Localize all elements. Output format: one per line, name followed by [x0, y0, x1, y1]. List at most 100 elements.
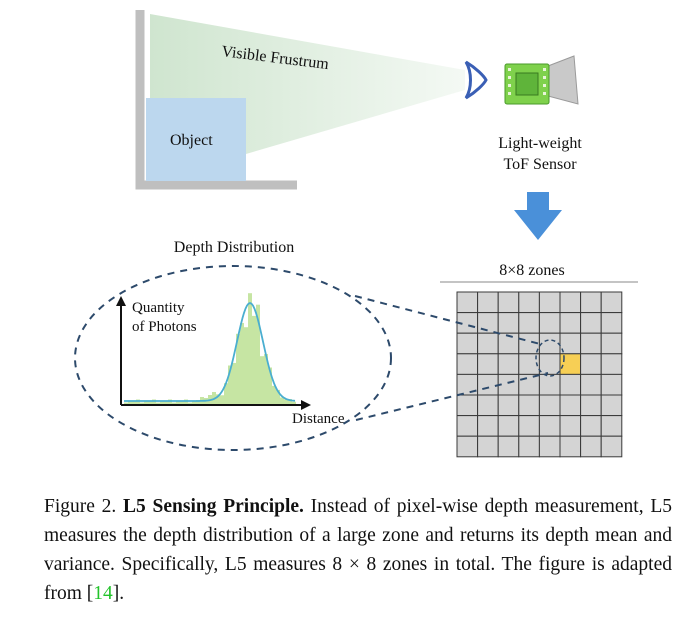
zone-highlight-ellipse	[535, 339, 565, 377]
zone-cell	[497, 353, 520, 375]
zone-cell	[456, 394, 479, 417]
sensor-chip-icon	[515, 72, 539, 96]
sensor-label-line1: Light-weight	[498, 135, 582, 152]
zone-cell	[456, 435, 479, 458]
histogram-bar	[276, 389, 280, 404]
histogram-bar	[144, 401, 148, 404]
depth-ellipse	[74, 265, 392, 451]
zone-cell	[538, 435, 561, 458]
zone-cell	[497, 291, 520, 314]
y-axis-arrow-icon	[116, 296, 126, 306]
zone-cell	[477, 435, 499, 458]
zone-cell	[600, 394, 623, 417]
zone-cell	[600, 435, 623, 458]
zone-cell	[477, 373, 499, 396]
zone-cell	[580, 291, 602, 314]
caption-body: Instead of pixel-wise depth measurement,…	[44, 496, 672, 604]
zone-cell	[518, 394, 540, 417]
histogram-bar	[240, 322, 244, 404]
zone-cell	[456, 415, 479, 437]
wall	[135, 10, 297, 190]
zone-cell	[518, 435, 540, 458]
histogram-bar	[128, 401, 132, 404]
zone-grid	[456, 291, 623, 458]
histogram-bar	[180, 400, 184, 404]
zone-cell	[580, 332, 602, 355]
zone-cell	[518, 415, 540, 437]
histogram-bar	[172, 402, 176, 404]
zone-cell	[559, 415, 582, 437]
zone-cell	[497, 415, 520, 437]
histogram-bar	[228, 365, 232, 404]
object-label: Object	[170, 132, 213, 149]
tof-sensor: Light-weight ToF Sensor	[464, 55, 582, 173]
zone-cell	[538, 373, 561, 396]
histogram-bar	[236, 333, 240, 404]
depth-distribution-title: Depth Distribution	[174, 239, 294, 256]
histogram-bar	[244, 327, 248, 404]
y-axis-label-line1: Quantity	[132, 300, 185, 316]
y-axis-label-line2: of Photons	[132, 319, 197, 335]
histogram-bar	[224, 383, 228, 404]
histogram-bar	[124, 402, 128, 404]
zone-cell	[600, 312, 623, 334]
zone-cell	[559, 312, 582, 334]
down-arrow-icon	[514, 192, 562, 240]
zones-label: 8×8 zones	[499, 262, 564, 279]
histogram-bar	[252, 315, 256, 404]
zone-cell	[477, 415, 499, 437]
zone-cell	[538, 353, 561, 375]
x-axis-arrow-icon	[301, 400, 311, 410]
histogram-bar	[216, 394, 220, 404]
zone-cell	[497, 394, 520, 417]
sensor-housing-icon	[547, 55, 579, 105]
object-box	[146, 98, 246, 181]
lens-icon	[464, 60, 488, 100]
histogram-bar	[272, 385, 276, 404]
zone-cell	[456, 332, 479, 355]
zone-cell	[559, 291, 582, 314]
histogram-bar	[132, 400, 136, 404]
zone-cell	[600, 415, 623, 437]
histogram-bar	[220, 395, 224, 404]
zone-cell	[477, 394, 499, 417]
zone-cell	[600, 373, 623, 396]
zone-cell	[580, 415, 602, 437]
caption-reference-link[interactable]: 14	[93, 583, 113, 604]
sensor-pins-icon	[508, 68, 546, 95]
histogram-bar	[188, 402, 192, 404]
figure-caption: Figure 2. L5 Sensing Principle. Instead …	[44, 492, 672, 608]
histogram-bar	[140, 402, 144, 404]
zone-cell	[538, 312, 561, 334]
zone-cell	[538, 394, 561, 417]
zone-cell	[477, 353, 499, 375]
zone-cell	[600, 291, 623, 314]
zone-cell	[477, 291, 499, 314]
histogram-bar	[196, 400, 200, 404]
zone-cell	[477, 312, 499, 334]
histogram-bar	[264, 354, 268, 404]
zone-cell	[580, 373, 602, 396]
histogram-bar	[148, 400, 152, 404]
gaussian-curve	[124, 302, 296, 402]
scene: Visible Frustrum Object	[135, 10, 465, 190]
figure-illustration: Visible Frustrum Object Light-weight ToF…	[74, 10, 638, 458]
zoom-line-top	[354, 295, 541, 345]
zone-cell	[538, 415, 561, 437]
zone-cell	[559, 435, 582, 458]
histogram-bar	[268, 367, 272, 404]
histogram-bar	[176, 401, 180, 404]
zone-cell	[580, 353, 602, 375]
caption-end: ].	[112, 583, 125, 604]
histogram-bar	[248, 293, 252, 404]
histogram-bar	[232, 362, 236, 404]
zone-cell	[477, 332, 499, 355]
zone-cell	[580, 435, 602, 458]
zone-cell	[600, 332, 623, 355]
zone-cell	[559, 373, 582, 396]
histogram-bar	[292, 401, 296, 404]
zone-cell	[559, 394, 582, 417]
zone-cell	[518, 291, 540, 314]
histogram-bar	[164, 400, 168, 404]
highlighted-zone	[559, 353, 582, 375]
